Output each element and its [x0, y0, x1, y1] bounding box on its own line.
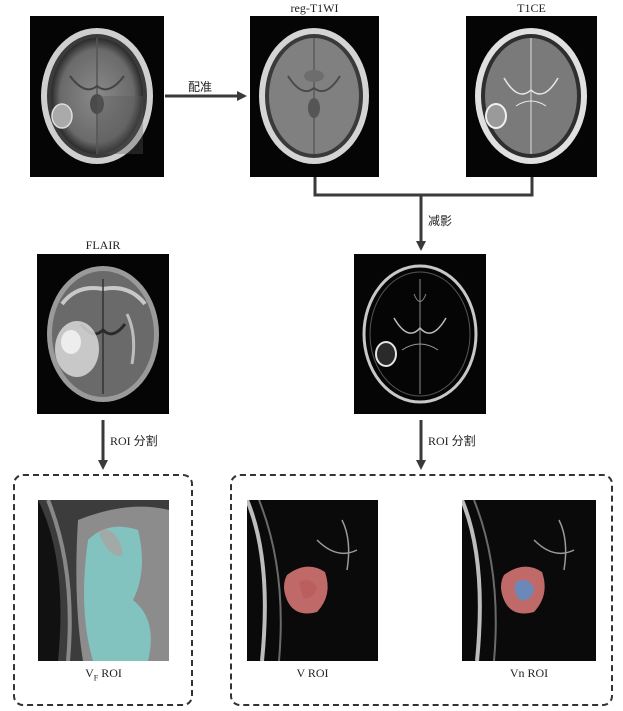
- reg-t1wi-image: [250, 16, 379, 177]
- roi-seg-left-text: ROI 分割: [110, 434, 158, 448]
- label-t1ce: T1CE: [517, 1, 546, 15]
- roi-seg-right-text: ROI 分割: [428, 434, 476, 448]
- subtraction-image: [354, 254, 486, 414]
- label-vn-roi: Vn ROI: [509, 666, 549, 680]
- v-vn-roi-group: [230, 474, 613, 706]
- t1ce-image: [466, 16, 597, 177]
- t1wi-original-image: [30, 16, 164, 177]
- flair-image: [37, 254, 169, 414]
- v-roi-image: [247, 500, 378, 661]
- label-reg-t1wi: reg-T1WI: [290, 1, 339, 15]
- vf-roi-suffix: ROI: [98, 666, 122, 680]
- vn-roi-image: [462, 500, 596, 661]
- label-v-roi: V ROI: [296, 666, 329, 680]
- label-vf-roi: VF ROI: [38, 666, 169, 682]
- subtraction-bracket: [313, 177, 534, 197]
- vf-roi-image: [38, 500, 169, 661]
- label-roi-seg-left: ROI 分割: [110, 432, 190, 449]
- vf-roi-group: [13, 474, 193, 706]
- vf-roi-main: V: [85, 666, 94, 680]
- vf-roi-sub: F: [93, 673, 99, 683]
- label-roi-seg-right: ROI 分割: [428, 432, 508, 449]
- label-flair: FLAIR: [85, 238, 121, 252]
- label-registration: 配准: [187, 80, 212, 94]
- label-subtraction: 减影: [428, 214, 453, 228]
